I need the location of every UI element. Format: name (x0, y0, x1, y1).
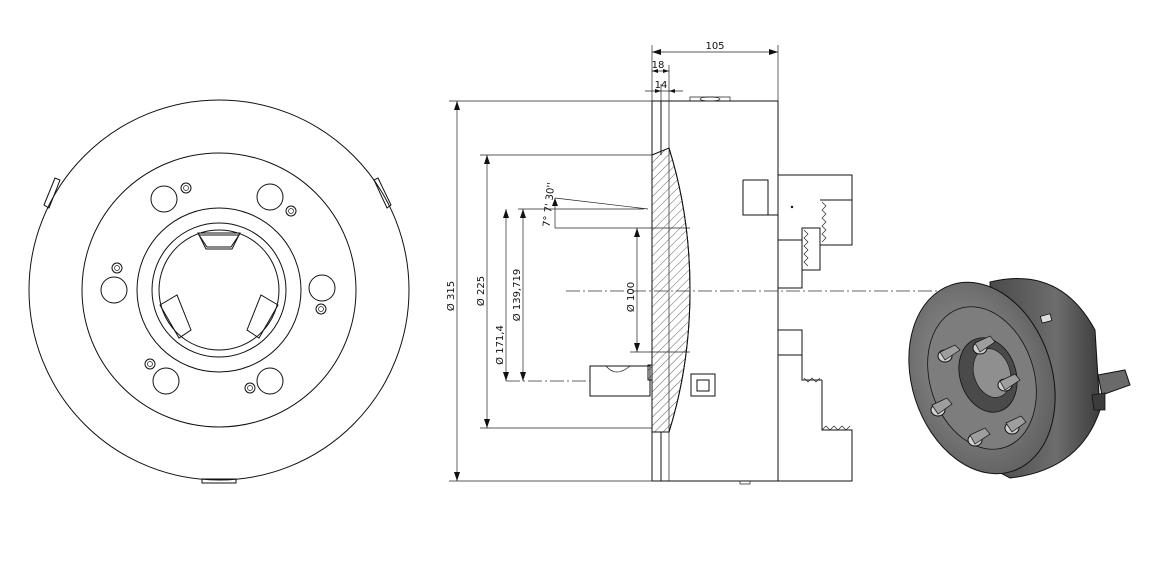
jaw-stub-top (742, 180, 778, 216)
dim-100-label: Ø 100 (625, 282, 637, 312)
iso-pins (930, 335, 1027, 447)
pin-hole-1 (180, 182, 192, 194)
bolt-hole-6 (256, 367, 284, 395)
dim-angle-label: 7° 7' 30'' (542, 182, 558, 228)
dim-171: Ø 171,4 (494, 209, 509, 381)
dim-14-label: 14 (655, 80, 668, 91)
pin-hole-4 (315, 303, 327, 315)
key-square-inner (696, 379, 710, 392)
dim-315-label: Ø 315 (445, 281, 457, 311)
rim-notch-bottom (201, 478, 237, 484)
dim-139-label: Ø 139,719 (511, 269, 523, 321)
rim-notch-right (373, 177, 392, 209)
section-hatch (647, 147, 691, 433)
locating-pin (589, 365, 651, 397)
outer-rim-circle (28, 99, 410, 481)
dim-171-label: Ø 171,4 (494, 325, 506, 365)
key-square-outer (690, 373, 716, 397)
dim-100: Ø 100 (625, 228, 640, 352)
bore-outer-circle (151, 222, 287, 358)
dim-225-label: Ø 225 (475, 276, 487, 306)
iso-jaw (1097, 369, 1131, 396)
side-section-view: Ø 315 Ø 225 Ø 171,4 Ø 139,719 Ø 100 (445, 41, 960, 485)
bolt-hole-3 (100, 276, 128, 304)
face-circle (81, 152, 357, 428)
isometric-view (908, 278, 1131, 479)
jaw-top-inner (198, 234, 240, 248)
pin-hole-5 (144, 358, 156, 370)
bolt-hole-5 (152, 367, 180, 395)
bore-inner-circle (158, 229, 280, 351)
bolt-hole-1 (150, 185, 178, 213)
dim-14: 14 (645, 80, 683, 101)
jaw-right (246, 294, 279, 339)
jaw-bottom (778, 380, 853, 482)
dim-18-label: 18 (652, 60, 665, 71)
dim-105: 105 (651, 41, 779, 101)
jaw-top (197, 232, 241, 250)
dim-angle: 7° 7' 30'' (542, 182, 649, 228)
rim-notch-left (43, 177, 61, 209)
dim-139: Ø 139,719 (511, 209, 526, 381)
jaw-stub-bottom (778, 329, 803, 356)
dim-18: 18 (652, 60, 670, 101)
center-ring-circle (136, 207, 302, 373)
bolt-hole-2 (256, 183, 284, 211)
iso-slot (1039, 313, 1053, 324)
pin-hole-6 (244, 382, 256, 394)
dim-315: Ø 315 (445, 101, 460, 481)
front-view (28, 99, 410, 484)
pin-hole-3 (111, 262, 123, 274)
jaw-left (159, 294, 192, 339)
pin-hole-2 (285, 205, 297, 217)
bolt-hole-4 (308, 274, 336, 302)
dim-105-label: 105 (705, 41, 724, 52)
dim-225: Ø 225 (475, 155, 490, 428)
jaw-top (778, 174, 853, 246)
